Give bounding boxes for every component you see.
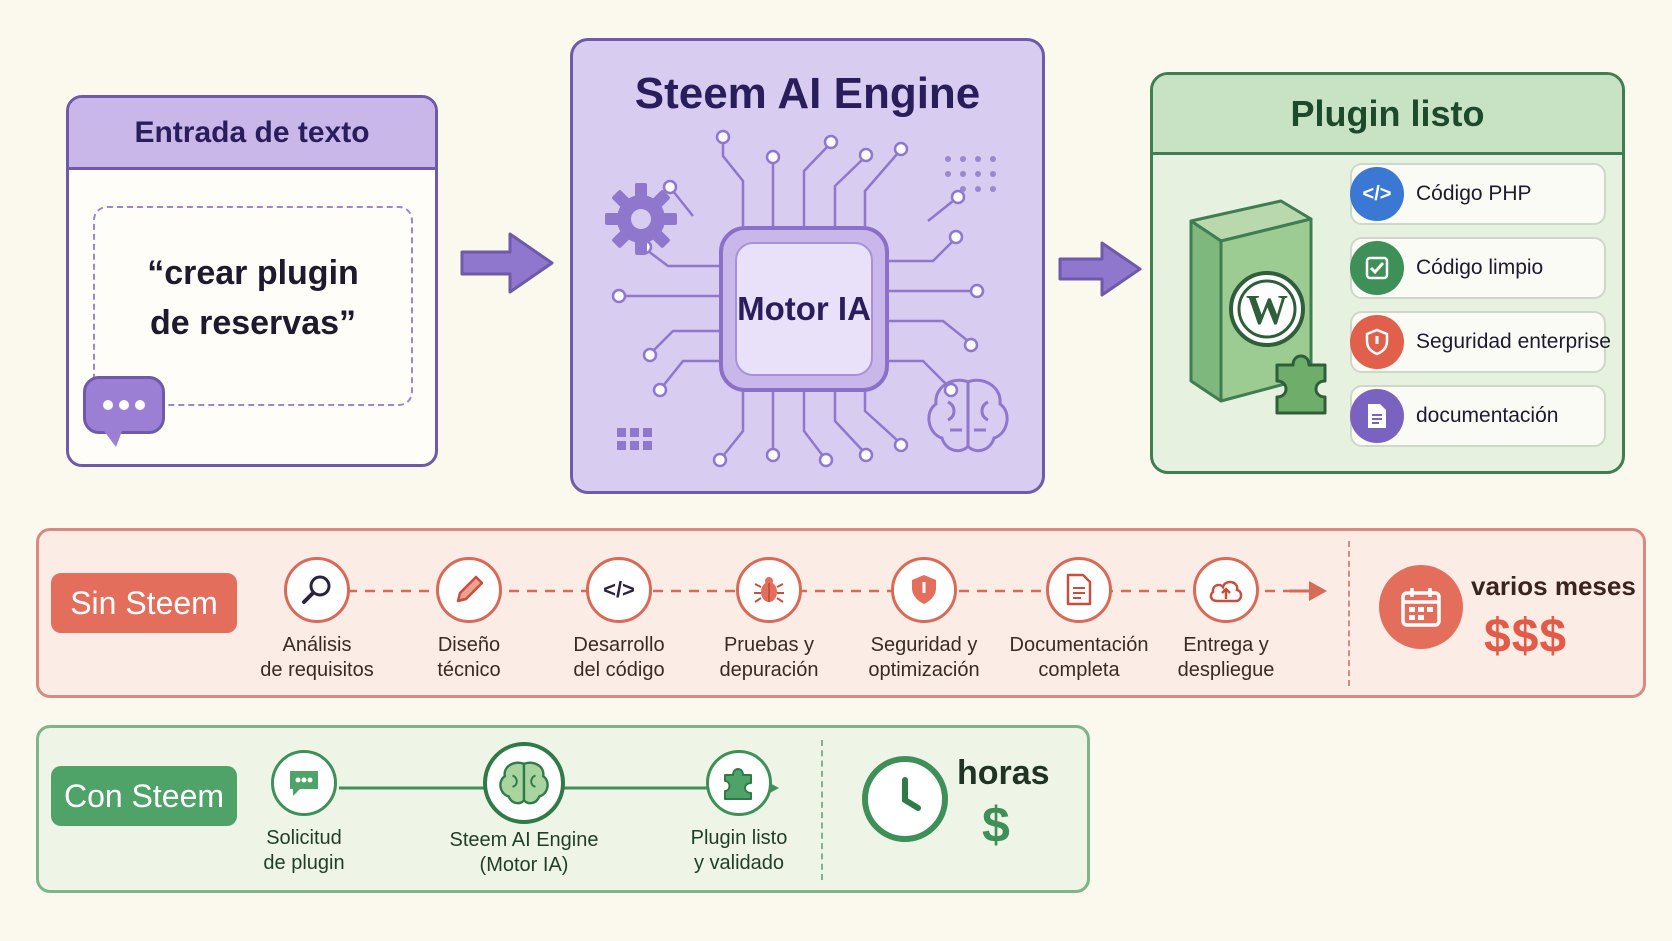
chip-label: Motor IA: [735, 242, 873, 376]
feature-enterprise-security: Seguridad enterprise: [1350, 311, 1611, 373]
document-icon: [1046, 557, 1112, 623]
without-steem-time: varios meses: [1471, 571, 1636, 601]
code-icon: </>: [1350, 167, 1404, 221]
with-steem-time: horas: [957, 754, 1050, 792]
code-icon: </>: [586, 557, 652, 623]
feature-php-code: </> Código PHP: [1350, 163, 1606, 225]
with-steem-label: Con Steem: [51, 766, 237, 826]
process-connector: [329, 581, 1327, 601]
clock-icon: [862, 756, 948, 842]
with-steem-cost: $: [982, 797, 1010, 853]
without-steem-cost: $$$: [1484, 610, 1568, 663]
chat-icon: [271, 750, 337, 816]
wordpress-package-icon: W: [1189, 199, 1327, 415]
flow-arrow-icon: [1058, 241, 1142, 297]
step-steem-engine: Steem AI Engine(Motor IA): [434, 742, 614, 878]
plugin-ready-panel: Plugin listo W </> Código PHP Código lim…: [1150, 72, 1625, 474]
checkbox-icon: [1350, 241, 1404, 295]
calendar-icon: [1379, 565, 1463, 649]
magnifier-icon: [284, 557, 350, 623]
puzzle-icon: [706, 750, 772, 816]
divider: [821, 740, 823, 880]
cloud-upload-icon: [1193, 557, 1259, 623]
flow-arrow-icon: [460, 232, 554, 294]
text-input-panel: Entrada de texto “crear plugin de reserv…: [66, 95, 438, 467]
circuit-traces: [605, 129, 1009, 468]
brain-icon: [483, 742, 565, 824]
ai-engine-panel: Steem AI Engine: [570, 38, 1045, 494]
chat-bubble-icon: [83, 376, 165, 447]
plugin-ready-title: Plugin listo: [1153, 75, 1622, 155]
bug-icon: [736, 557, 802, 623]
prompt-text: “crear plugin de reservas”: [147, 254, 359, 342]
svg-text:W: W: [1246, 288, 1288, 334]
divider: [1348, 541, 1350, 686]
pencil-icon: [436, 557, 502, 623]
gear-icon: [605, 183, 677, 255]
engine-title: Steem AI Engine: [634, 69, 981, 118]
shield-icon: [1350, 315, 1404, 369]
document-icon: [1350, 389, 1404, 443]
text-input-title: Entrada de texto: [69, 98, 435, 170]
feature-documentation: documentación: [1350, 385, 1606, 447]
dots-grid-icon: [945, 156, 996, 192]
feature-clean-code: Código limpio: [1350, 237, 1606, 299]
ai-chip: Motor IA: [719, 226, 889, 392]
brain-icon: [927, 378, 1009, 453]
without-steem-label: Sin Steem: [51, 573, 237, 633]
prompt-box: [93, 206, 413, 406]
blocks-icon: [617, 428, 652, 450]
shield-icon: [891, 557, 957, 623]
